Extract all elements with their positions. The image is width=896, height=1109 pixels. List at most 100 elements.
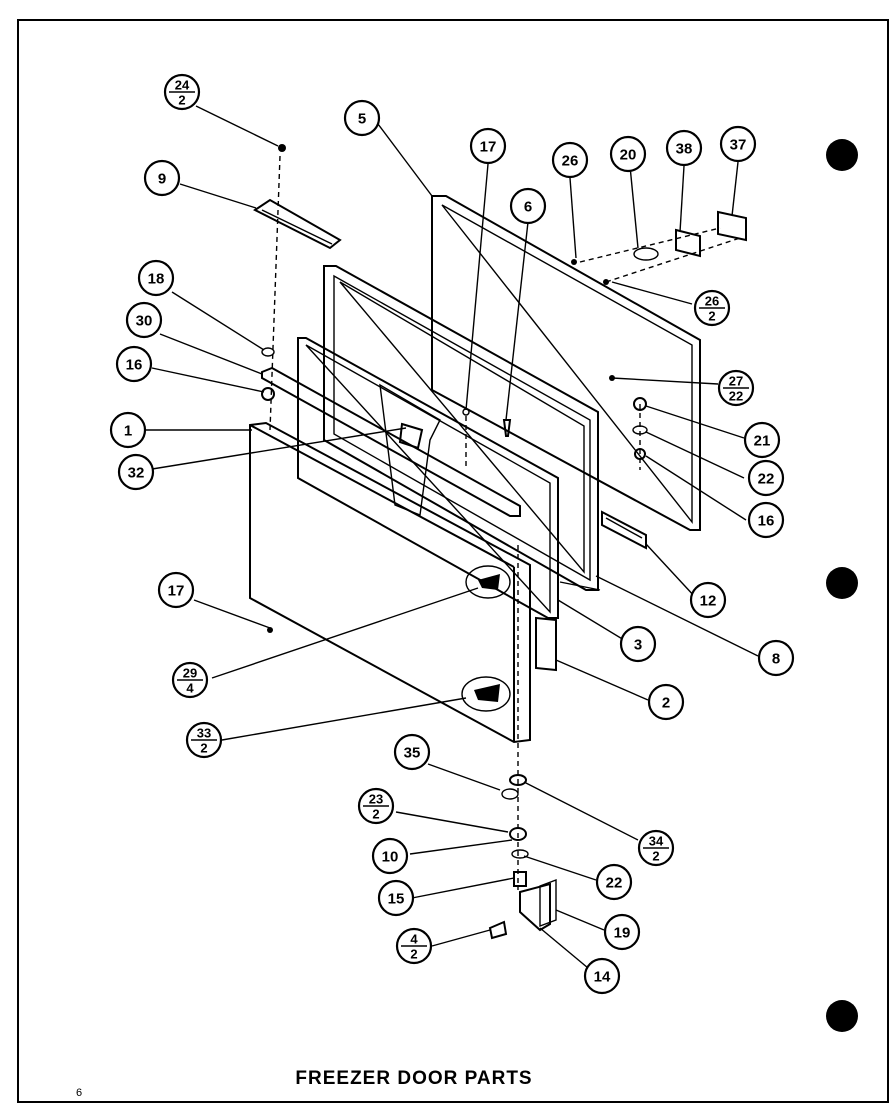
part-5-gasket xyxy=(431,195,701,531)
callout-quantity: 2 xyxy=(372,807,379,822)
callout-circle xyxy=(109,411,147,449)
callout-16-left: 16 xyxy=(115,345,153,383)
callout-quantity: 4 xyxy=(186,681,194,696)
callout-circle xyxy=(125,301,163,339)
callout-37: 37 xyxy=(719,125,757,163)
diagram-title: FREEZER DOOR PARTS xyxy=(295,1068,532,1089)
part-33-label xyxy=(461,676,511,712)
callout-9: 9 xyxy=(143,159,181,197)
callout-number: 4 xyxy=(410,932,418,947)
callout-16-right: 16 xyxy=(747,501,785,539)
callout-circle xyxy=(595,863,633,901)
callout-29-4: 294 xyxy=(171,661,209,699)
callout-number: 17 xyxy=(168,583,185,600)
part-2-bracket xyxy=(535,616,557,672)
callout-12: 12 xyxy=(689,581,727,619)
callout-circle xyxy=(377,879,415,917)
punch-hole-bottom xyxy=(826,1000,858,1032)
callout-32: 32 xyxy=(117,453,155,491)
callout-number: 14 xyxy=(594,969,611,986)
part-1-door-panel xyxy=(249,421,531,744)
callout-23-2: 232 xyxy=(357,787,395,825)
callout-number: 9 xyxy=(158,171,166,188)
callout-circle xyxy=(117,453,155,491)
callout-19: 19 xyxy=(603,913,641,951)
callout-circle xyxy=(743,421,781,459)
part-3-inner-panel xyxy=(297,337,559,619)
callout-8: 8 xyxy=(757,639,795,677)
callout-number: 23 xyxy=(369,792,383,807)
callout-38: 38 xyxy=(665,129,703,167)
callout-number: 37 xyxy=(730,137,747,154)
punch-hole-middle xyxy=(826,567,858,599)
callout-number: 33 xyxy=(197,726,211,741)
callout-number: 21 xyxy=(754,433,771,450)
callout-5: 5 xyxy=(343,99,381,137)
part-12-rail xyxy=(601,510,647,550)
callout-35: 35 xyxy=(393,733,431,771)
callout-number: 1 xyxy=(124,423,132,440)
callout-number: 22 xyxy=(758,471,775,488)
callout-quantity: 2 xyxy=(178,93,185,108)
callout-quantity: 2 xyxy=(652,849,659,864)
callout-15: 15 xyxy=(377,879,415,917)
page-number: 6 xyxy=(76,1087,82,1099)
callout-number: 22 xyxy=(606,875,623,892)
hinge-hardware-top-right xyxy=(571,210,747,285)
callout-circle xyxy=(551,141,589,179)
callout-10: 10 xyxy=(371,837,409,875)
left-side-hardware xyxy=(261,144,286,633)
callout-number: 32 xyxy=(128,465,145,482)
callout-number: 12 xyxy=(700,593,717,610)
callout-21: 21 xyxy=(743,421,781,459)
callout-22-right: 22 xyxy=(747,459,785,497)
callout-number: 35 xyxy=(404,745,421,762)
callout-17-top: 17 xyxy=(469,127,507,165)
callout-1: 1 xyxy=(109,411,147,449)
callout-number: 2 xyxy=(662,695,670,712)
callout-number: 27 xyxy=(729,374,743,389)
callout-circle xyxy=(665,129,703,167)
page-frame xyxy=(17,19,889,1103)
callout-14: 14 xyxy=(583,957,621,995)
callout-circle xyxy=(603,913,641,951)
callout-number: 18 xyxy=(148,271,165,288)
callout-6: 6 xyxy=(509,187,547,225)
callout-circle xyxy=(343,99,381,137)
part-30-strip xyxy=(261,366,521,517)
part-32-bracket xyxy=(398,422,424,450)
callout-number: 16 xyxy=(126,357,143,374)
callout-4-2: 42 xyxy=(395,927,433,965)
callout-number: 26 xyxy=(562,153,579,170)
callout-number: 24 xyxy=(175,78,190,93)
callout-33-2: 332 xyxy=(185,721,223,759)
callout-2: 2 xyxy=(647,683,685,721)
callout-number: 8 xyxy=(772,651,780,668)
callout-circle xyxy=(509,187,547,225)
callout-circle xyxy=(115,345,153,383)
callout-17-left: 17 xyxy=(157,571,195,609)
callout-circle xyxy=(157,571,195,609)
callout-quantity: 22 xyxy=(729,389,743,404)
screws-top xyxy=(462,408,512,470)
callout-number: 16 xyxy=(758,513,775,530)
callout-quantity: 2 xyxy=(410,947,417,962)
callout-number: 20 xyxy=(620,147,637,164)
callout-18: 18 xyxy=(137,259,175,297)
leader-lines xyxy=(145,105,759,969)
callout-number: 17 xyxy=(480,139,497,156)
callout-circle xyxy=(747,459,785,497)
callout-26-2: 262 xyxy=(693,289,731,327)
right-side-hardware xyxy=(609,375,648,470)
callout-number: 3 xyxy=(634,637,642,654)
callout-number: 34 xyxy=(649,834,664,849)
callout-circle xyxy=(143,159,181,197)
callout-circle xyxy=(371,837,409,875)
callout-circle xyxy=(393,733,431,771)
callout-circle xyxy=(747,501,785,539)
callout-circle xyxy=(757,639,795,677)
